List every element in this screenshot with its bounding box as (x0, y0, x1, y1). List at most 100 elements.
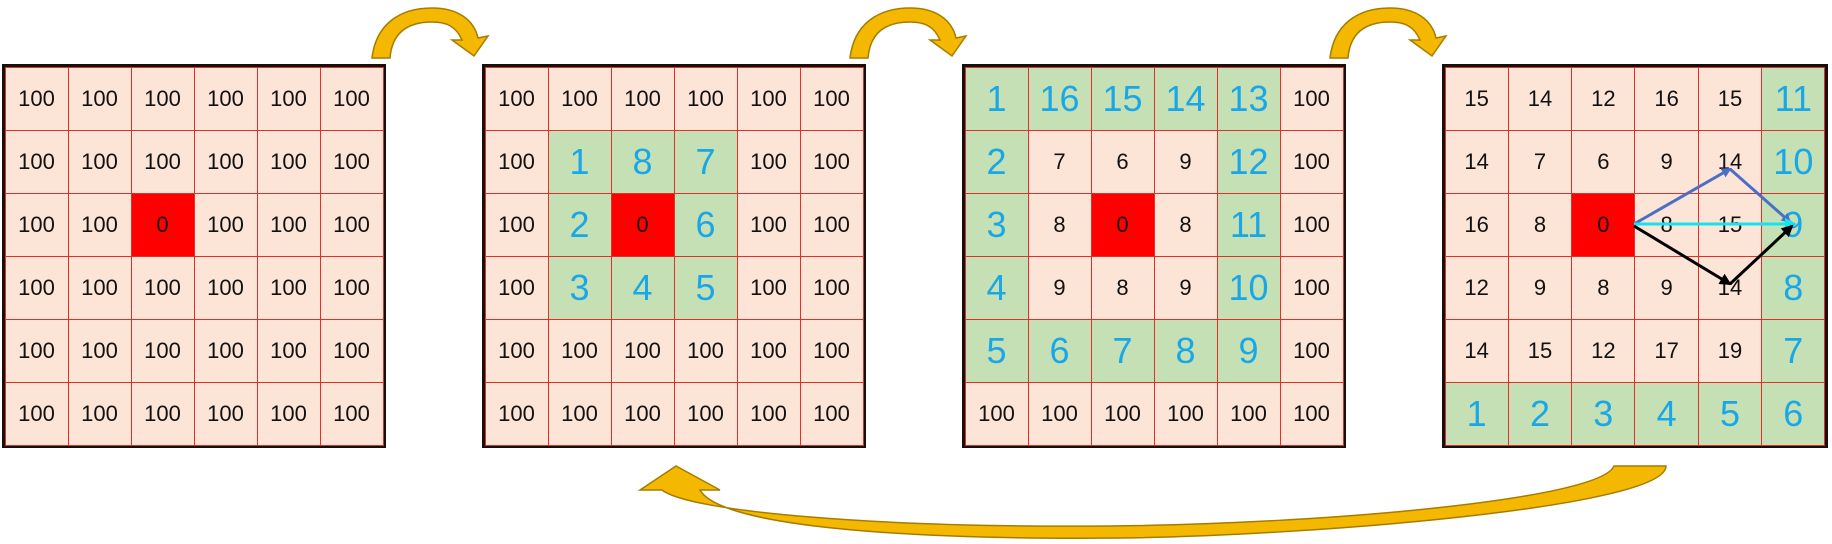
grid-cell: 11 (1761, 66, 1826, 131)
grid-cell: 6 (1571, 129, 1636, 194)
grid-cell: 100 (4, 318, 69, 383)
grid-cell: 100 (799, 66, 864, 131)
grid-cell: 100 (256, 381, 321, 446)
grid-cell: 16 (1027, 66, 1092, 131)
curved-arrow-1-to-2 (371, 7, 490, 59)
grid-cell: 2 (547, 192, 612, 257)
grid-cell: 9 (1153, 255, 1218, 320)
grid-cell: 4 (964, 255, 1029, 320)
grid-cell: 100 (319, 255, 384, 320)
grid-cell: 15 (1090, 66, 1155, 131)
grid-cell: 9 (1761, 192, 1826, 257)
grid-cell: 14 (1507, 66, 1573, 131)
grid-cell: 1 (964, 66, 1029, 131)
grid-cell: 9 (1153, 129, 1218, 194)
grid-cell: 100 (610, 381, 675, 446)
grid-cell: 100 (1090, 381, 1155, 446)
grid-cell: 0 (1571, 192, 1636, 257)
grid-cell: 100 (736, 255, 801, 320)
grid-cell: 12 (1571, 318, 1636, 383)
grid-cell: 100 (256, 255, 321, 320)
grid-cell: 14 (1697, 255, 1763, 320)
grid-cell: 100 (484, 192, 549, 257)
grid-cell: 14 (1444, 318, 1509, 383)
grid-cell: 100 (193, 381, 258, 446)
grid-cell: 3 (964, 192, 1029, 257)
grid-cell: 6 (1090, 129, 1155, 194)
grid-cell: 5 (964, 318, 1029, 383)
grid-cell: 100 (484, 66, 549, 131)
curved-arrow-3-to-4 (1329, 7, 1448, 59)
grid-cell: 100 (319, 129, 384, 194)
grid-cell: 100 (1027, 381, 1092, 446)
grid-cell: 8 (1090, 255, 1155, 320)
grid-cell: 15 (1697, 66, 1763, 131)
curved-arrow-2-to-3 (849, 7, 968, 59)
grid-cell: 100 (67, 318, 132, 383)
grid-cell: 100 (193, 66, 258, 131)
grid-cell: 100 (67, 129, 132, 194)
grid-cell: 6 (673, 192, 738, 257)
grid-cell: 15 (1507, 318, 1573, 383)
grid-cell: 100 (484, 381, 549, 446)
grid-cell: 15 (1444, 66, 1509, 131)
grid-cell: 7 (673, 129, 738, 194)
grid-cell: 8 (1027, 192, 1092, 257)
grid-cell: 100 (1279, 192, 1344, 257)
grid-cell: 100 (193, 129, 258, 194)
grid-cell: 8 (1153, 318, 1218, 383)
grid-cell: 100 (256, 192, 321, 257)
grid-cell: 100 (1279, 66, 1344, 131)
grid-cell: 8 (1571, 255, 1636, 320)
grid-cell: 100 (673, 381, 738, 446)
grid-cell: 100 (130, 255, 195, 320)
grid-cell: 100 (484, 129, 549, 194)
grid-cell: 5 (1697, 381, 1763, 446)
grid-cell: 100 (484, 318, 549, 383)
grid-cell: 100 (193, 318, 258, 383)
grid-cell: 100 (673, 318, 738, 383)
grid-cell: 0 (1090, 192, 1155, 257)
grid-cell: 100 (4, 381, 69, 446)
grid-cell: 8 (1153, 192, 1218, 257)
grid-cell: 4 (1634, 381, 1699, 446)
grid-cell: 100 (1279, 129, 1344, 194)
grid-cell: 12 (1571, 66, 1636, 131)
grid-cell: 100 (256, 129, 321, 194)
grid-cell: 100 (130, 66, 195, 131)
grid-cell: 8 (610, 129, 675, 194)
grid-cell: 100 (1279, 381, 1344, 446)
grid-cell: 0 (130, 192, 195, 257)
grid-cell: 100 (193, 255, 258, 320)
grid-cell: 14 (1697, 129, 1763, 194)
grid-cell: 2 (1507, 381, 1573, 446)
grid-cell: 14 (1444, 129, 1509, 194)
grid-cell: 13 (1216, 66, 1281, 131)
grid-cell: 100 (673, 66, 738, 131)
grid-cell: 100 (130, 381, 195, 446)
grid-cell: 7 (1507, 129, 1573, 194)
grid-cell: 9 (1634, 129, 1699, 194)
grid-cell: 100 (319, 192, 384, 257)
grid-cell: 100 (193, 192, 258, 257)
grid-cell: 100 (610, 66, 675, 131)
grid-cell: 7 (1027, 129, 1092, 194)
grid-cell: 4 (610, 255, 675, 320)
grid-cell: 100 (319, 318, 384, 383)
grid-cell: 100 (799, 129, 864, 194)
grid-cell: 10 (1216, 255, 1281, 320)
grid-cell: 100 (4, 255, 69, 320)
grid-cell: 3 (547, 255, 612, 320)
grid-cell: 100 (67, 255, 132, 320)
grid-cell: 19 (1697, 318, 1763, 383)
grid-cell: 16 (1444, 192, 1509, 257)
grid-cell: 3 (1571, 381, 1636, 446)
grid-cell: 100 (1216, 381, 1281, 446)
grid-cell: 7 (1761, 318, 1826, 383)
grid-cell: 100 (1279, 318, 1344, 383)
grid-cell: 1 (1444, 381, 1509, 446)
grid-cell: 5 (673, 255, 738, 320)
grid-cell: 6 (1027, 318, 1092, 383)
